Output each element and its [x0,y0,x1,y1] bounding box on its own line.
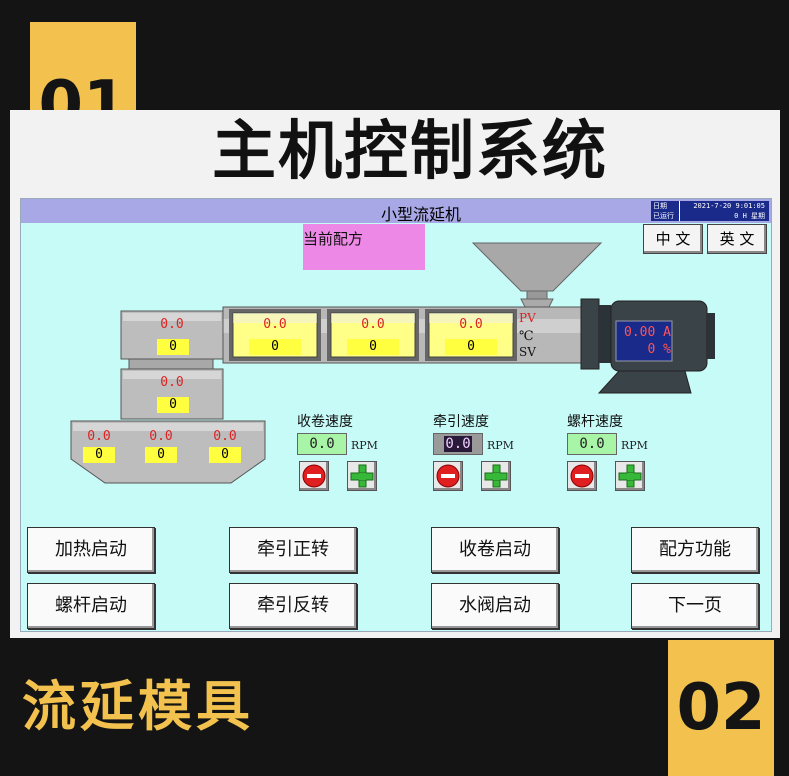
valve-start-button[interactable]: 水阀启动 [431,583,559,629]
screw-speed-label: 螺杆速度 [567,414,623,430]
haul-speed-increase-button[interactable] [481,461,511,491]
die-lower3-sv[interactable]: 0 [209,447,241,463]
page-headline: 主机控制系统 [212,115,608,189]
hmi-title-bar [21,199,771,223]
screw-speed-increase-button[interactable] [615,461,645,491]
chinese-language-button[interactable]: 中 文 [643,224,703,254]
die-lower2-pv: 0.0 [149,429,173,444]
motor-percent: 0 % [647,342,671,357]
winder-speed-decrease-button[interactable] [299,461,329,491]
screw-speed-unit: RPM [621,439,648,452]
haul-reverse-button[interactable]: 牵引反转 [229,583,357,629]
motor-current: 0.00 A [624,325,671,340]
hmi-screen: 小型流延机 日期 2021-7-20 9:01:05 已运行 0 H 星期 中 … [20,198,772,632]
run-value: 0 H 星期 [679,211,769,221]
die-lower1-sv[interactable]: 0 [83,447,115,463]
plus-icon [350,464,374,488]
screw-start-button[interactable]: 螺杆启动 [27,583,155,629]
date-label: 日期 [651,201,679,211]
haul-speed-value: 0.0 [444,436,472,452]
barrel-zone3-sv[interactable]: 0 [445,339,497,355]
pv-label: PV [519,311,536,325]
heat-start-button[interactable]: 加热启动 [27,527,155,573]
barrel-zone3-pv: 0.0 [459,317,483,332]
unit-label: ℃ [519,329,534,344]
plus-icon [618,464,642,488]
screw-speed-field[interactable]: 0.0 [567,433,617,455]
date-value: 2021-7-20 9:01:05 [679,201,769,211]
english-language-button[interactable]: 英 文 [707,224,767,254]
footer-title: 流延模具 [22,675,254,738]
section-number-02: 02 [668,640,774,776]
minus-icon [302,464,326,488]
screw-speed-decrease-button[interactable] [567,461,597,491]
hopper-icon [471,242,603,292]
die-middle-pv: 0.0 [160,375,184,390]
barrel-zone1-sv[interactable]: 0 [249,339,301,355]
run-label: 已运行 [651,211,679,221]
barrel-zone2-pv: 0.0 [361,317,385,332]
haul-forward-button[interactable]: 牵引正转 [229,527,357,573]
die-upper-pv: 0.0 [160,317,184,332]
winder-speed-increase-button[interactable] [347,461,377,491]
next-page-button[interactable]: 下一页 [631,583,759,629]
winder-speed-field[interactable]: 0.0 [297,433,347,455]
winder-speed-unit: RPM [351,439,378,452]
minus-icon [570,464,594,488]
haul-speed-unit: RPM [487,439,514,452]
haul-speed-field[interactable]: 0.0 [433,433,483,455]
winder-start-button[interactable]: 收卷启动 [431,527,559,573]
die-lower3-pv: 0.0 [213,429,237,444]
die-lower2-sv[interactable]: 0 [145,447,177,463]
winder-speed-label: 收卷速度 [297,414,353,430]
minus-icon [436,464,460,488]
haul-speed-label: 牵引速度 [433,414,489,430]
barrel-zone1-pv: 0.0 [263,317,287,332]
die-middle-sv[interactable]: 0 [157,397,189,413]
haul-speed-decrease-button[interactable] [433,461,463,491]
sv-label: SV [519,345,536,359]
plus-icon [484,464,508,488]
current-recipe-display[interactable]: 当前配方 [303,224,425,270]
recipe-function-button[interactable]: 配方功能 [631,527,759,573]
die-lower1-pv: 0.0 [87,429,111,444]
hmi-title: 小型流延机 [380,205,461,224]
barrel-zone2-sv[interactable]: 0 [347,339,399,355]
status-info-box: 日期 2021-7-20 9:01:05 已运行 0 H 星期 [651,201,769,221]
die-upper-sv[interactable]: 0 [157,339,189,355]
